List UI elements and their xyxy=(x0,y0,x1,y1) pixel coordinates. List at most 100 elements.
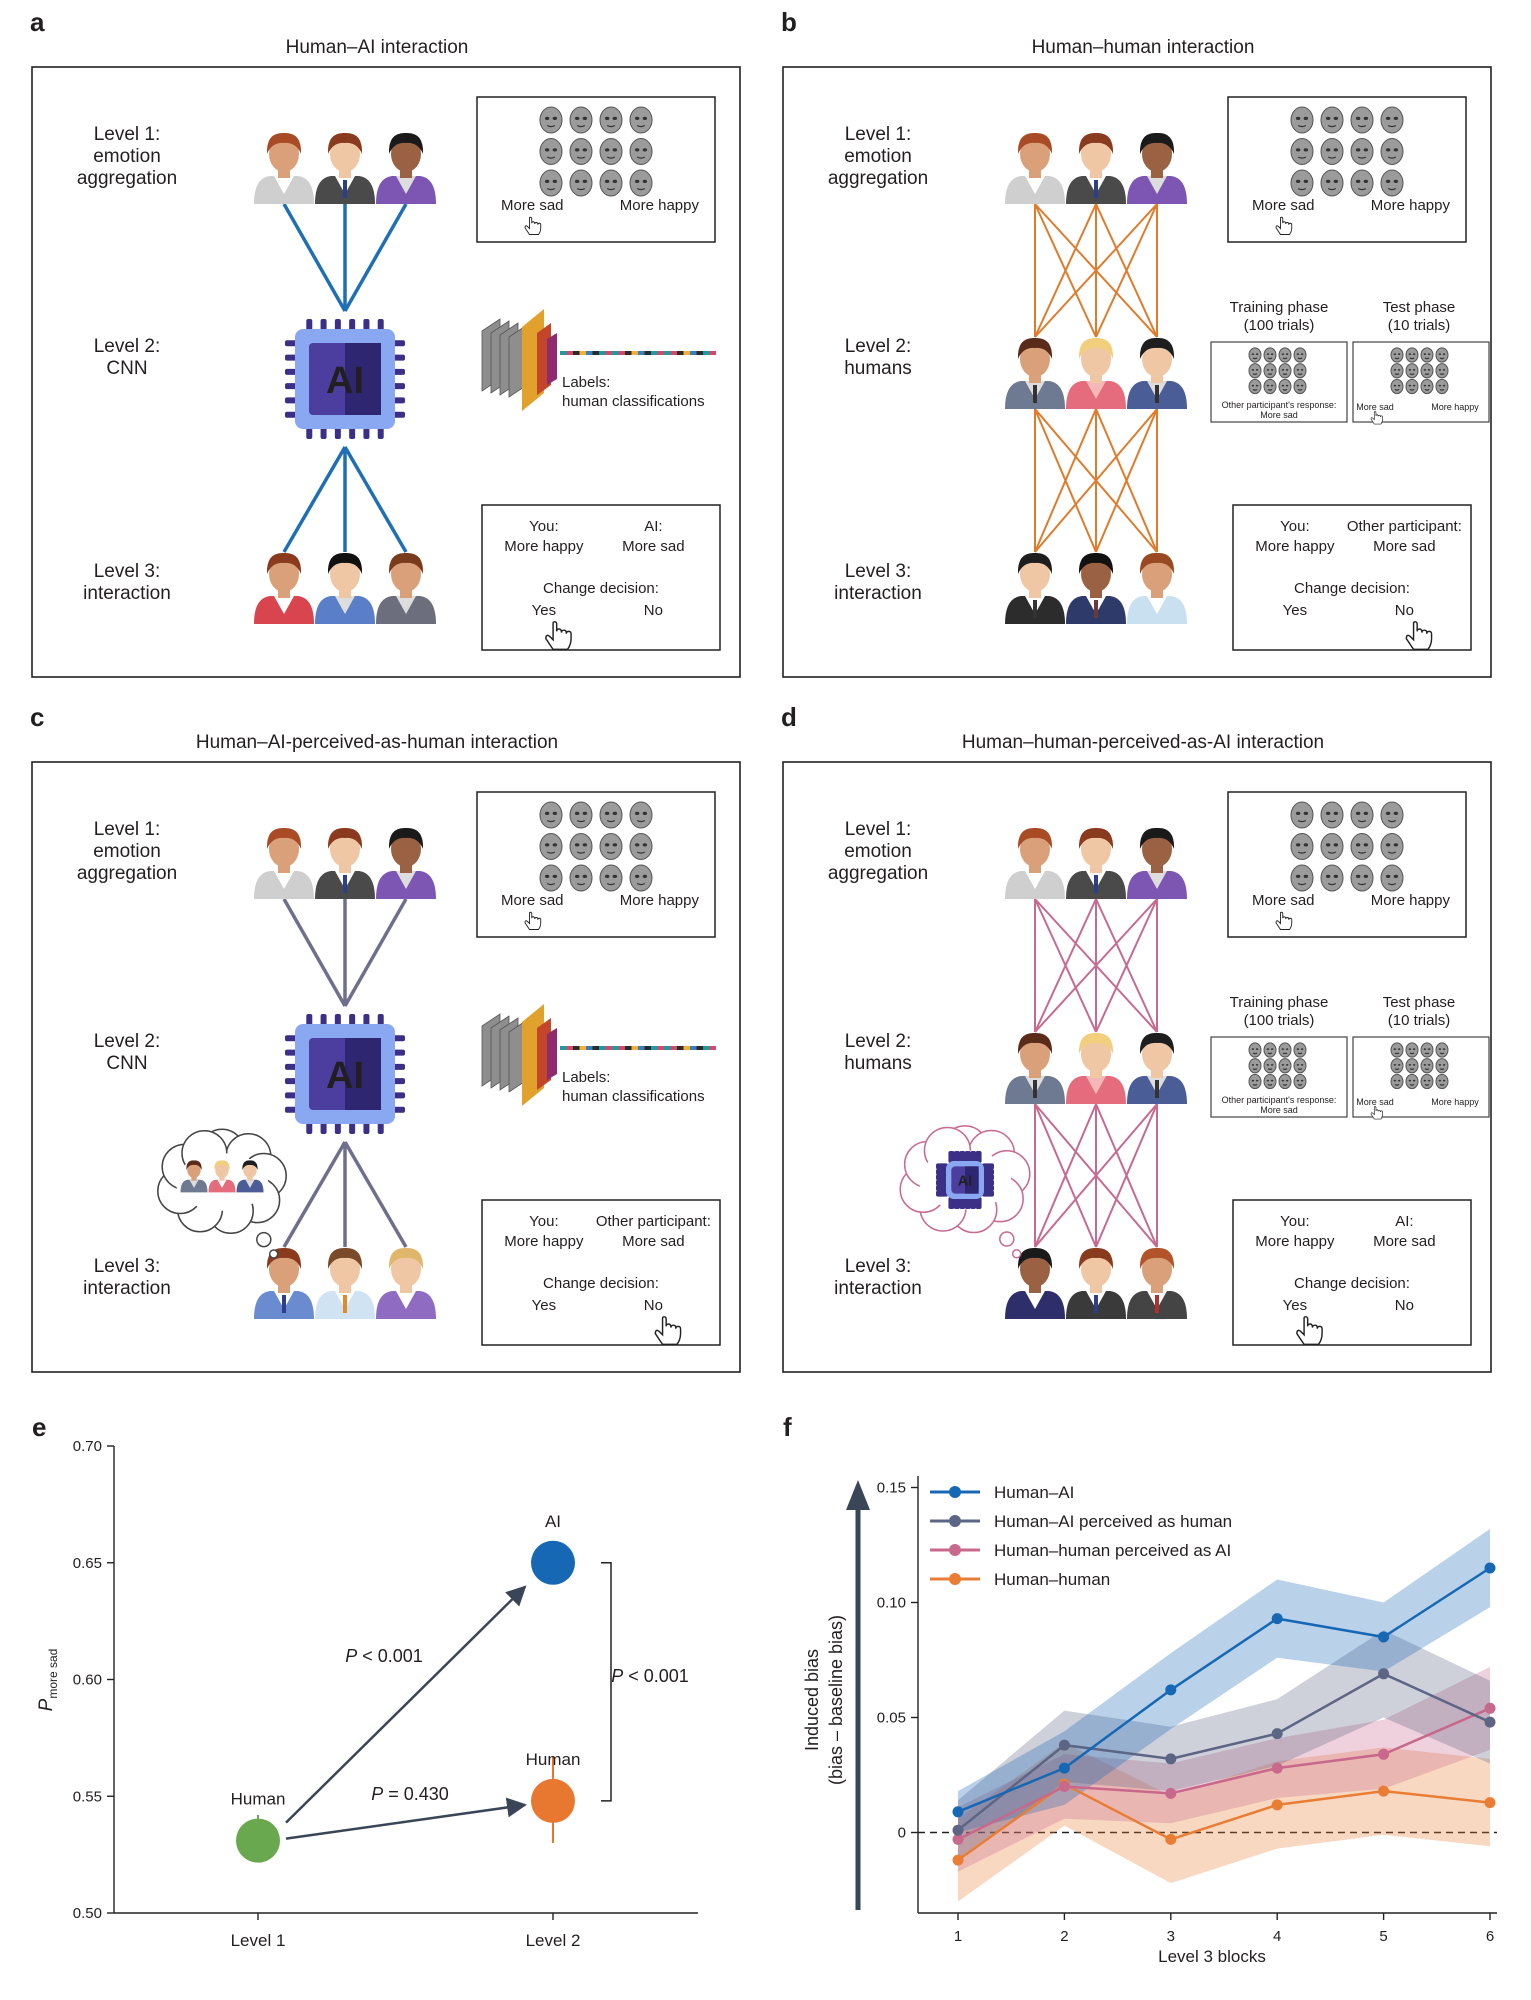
mouth-shape xyxy=(546,819,556,823)
eye-shape xyxy=(604,116,610,120)
training-box-text: Other participant's response: xyxy=(1222,1095,1337,1105)
dense-layer xyxy=(677,1046,684,1050)
face-icon xyxy=(599,864,623,892)
face-icon xyxy=(539,833,563,860)
mouth-shape xyxy=(1424,388,1430,391)
dense-layer xyxy=(592,351,599,355)
eye-shape xyxy=(552,116,558,120)
series-point xyxy=(1484,1716,1496,1728)
connection-line xyxy=(1034,203,1158,338)
face-icon xyxy=(1435,363,1449,379)
no-option: No xyxy=(1395,1297,1414,1314)
chip-pin xyxy=(285,411,297,418)
eye-shape xyxy=(1251,1048,1255,1050)
head-shape xyxy=(1020,1036,1050,1072)
series-point xyxy=(952,1854,964,1866)
chip-pin xyxy=(393,1092,405,1099)
eye-shape xyxy=(1385,843,1391,847)
face-icon xyxy=(1263,1042,1277,1058)
eye-shape xyxy=(1300,353,1304,355)
you-value: More happy xyxy=(504,1233,584,1250)
data-point xyxy=(236,1818,280,1863)
chip-pin xyxy=(334,1122,341,1134)
hair-shape xyxy=(1017,827,1053,849)
eye-shape xyxy=(552,811,558,815)
connection-lines xyxy=(1034,898,1158,1248)
eye-shape xyxy=(1325,811,1331,815)
mouth-shape xyxy=(1297,373,1303,375)
eye-shape xyxy=(1438,1079,1442,1082)
connection-line xyxy=(1034,408,1097,553)
point-label: Human xyxy=(526,1750,581,1769)
training-box-text: More sad xyxy=(1260,1105,1298,1115)
eye-shape xyxy=(1295,116,1301,120)
mouth-shape xyxy=(606,124,616,128)
eye-shape xyxy=(612,843,618,847)
hair-shape xyxy=(186,1160,202,1170)
training-phase-label: Training phase xyxy=(1230,299,1329,316)
mouth-shape xyxy=(1252,388,1258,391)
face-icon xyxy=(1350,106,1374,134)
dense-layer xyxy=(612,351,619,355)
dense-layer xyxy=(696,1046,703,1050)
eye-shape xyxy=(1393,368,1397,371)
series-point xyxy=(1378,1631,1390,1643)
eye-shape xyxy=(604,874,610,878)
y-tick-label: 0.10 xyxy=(877,1595,906,1612)
face-icon xyxy=(629,138,653,165)
eye-shape xyxy=(1281,1063,1285,1066)
mouth-shape xyxy=(606,187,616,191)
chip-pin xyxy=(936,1179,948,1186)
mouth-shape xyxy=(1357,124,1367,128)
eye-shape xyxy=(1363,116,1369,120)
eye-shape xyxy=(1393,874,1399,878)
p-rest: < 0.001 xyxy=(357,1646,423,1666)
mouth-shape xyxy=(1252,373,1258,375)
series-line xyxy=(957,1707,1491,1841)
dense-layer xyxy=(644,351,651,355)
mouth-shape xyxy=(1409,1083,1415,1086)
mouth-shape xyxy=(1387,882,1397,886)
face-icon xyxy=(599,833,623,860)
level3-person-icon xyxy=(1127,552,1187,624)
mouth-shape xyxy=(1439,1068,1445,1070)
decision-box-frame xyxy=(1232,1199,1472,1346)
eye-shape xyxy=(1397,1079,1401,1082)
other-value: More sad xyxy=(622,538,685,555)
chip-pin xyxy=(377,1122,384,1134)
mouth-shape xyxy=(1327,882,1337,886)
face-icon xyxy=(1420,363,1434,379)
series-point xyxy=(1165,1753,1177,1765)
face-icon xyxy=(599,801,623,829)
dense-layer xyxy=(703,351,710,355)
level1-person-icon xyxy=(315,827,375,899)
eye-shape xyxy=(1412,1079,1416,1082)
chip-pin xyxy=(363,319,370,331)
connection-line xyxy=(1034,1103,1158,1248)
face-icon xyxy=(629,801,653,829)
shirt-shape xyxy=(335,596,355,614)
hair-shape xyxy=(1017,337,1053,359)
mouth-shape xyxy=(1282,388,1288,391)
rating-box-frame xyxy=(476,96,716,243)
dense-layer xyxy=(638,1046,645,1050)
eye-shape xyxy=(1427,1063,1431,1066)
panel-letter-a: a xyxy=(30,7,45,37)
dense-layer xyxy=(664,351,671,355)
y-axis-label: Induced bias xyxy=(802,1649,822,1751)
neck-shape xyxy=(247,1175,253,1181)
y-axis-label-sub: more sad xyxy=(46,1649,60,1699)
level2-label: Level 2: xyxy=(845,336,912,357)
eye-shape xyxy=(612,874,618,878)
series-point xyxy=(1058,1762,1070,1774)
head-shape xyxy=(330,136,360,172)
mouth-shape xyxy=(1424,373,1430,375)
face-icon xyxy=(1290,833,1314,860)
face-icon xyxy=(1420,1042,1434,1058)
hair-shape xyxy=(266,552,302,574)
training-box-text: Other participant's response: xyxy=(1222,400,1337,410)
face-icon xyxy=(569,864,593,892)
eye-shape xyxy=(1295,148,1301,152)
series-point xyxy=(1484,1797,1496,1809)
eye-shape xyxy=(1255,353,1259,355)
